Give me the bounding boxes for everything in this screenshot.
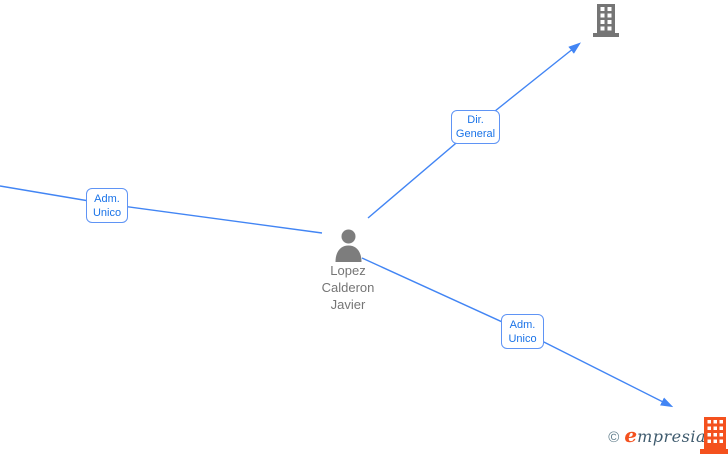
edge-label-adm-unico-right[interactable]: Adm. Unico bbox=[501, 314, 544, 349]
person-name: Lopez Calderon Javier bbox=[303, 262, 393, 313]
edge-label-line: Adm. bbox=[94, 192, 120, 205]
empresia-building-icon bbox=[700, 417, 728, 454]
edge-label-dir-general[interactable]: Dir. General bbox=[451, 110, 500, 144]
brand-name: mpresia bbox=[637, 427, 706, 446]
company-building-icon[interactable] bbox=[591, 4, 621, 37]
edge-left-adm-unico bbox=[0, 185, 323, 234]
brand-initial: e bbox=[624, 423, 638, 447]
edge-label-adm-unico-left[interactable]: Adm. Unico bbox=[86, 188, 128, 223]
edge-label-line: General bbox=[455, 128, 496, 140]
edge-label-line: Adm. bbox=[509, 318, 536, 331]
person-name-line1: Lopez bbox=[330, 263, 366, 278]
copyright-symbol: © bbox=[608, 429, 620, 446]
edge-label-line: Dir. bbox=[467, 114, 484, 126]
edge-label-line: Unico bbox=[92, 206, 122, 219]
person-name-line2: Calderon bbox=[321, 280, 375, 295]
edge-label-line: Unico bbox=[508, 332, 537, 345]
empresia-watermark: ©empresia bbox=[608, 423, 706, 447]
person-icon[interactable] bbox=[334, 229, 363, 262]
person-name-line3: Javier bbox=[330, 297, 366, 312]
